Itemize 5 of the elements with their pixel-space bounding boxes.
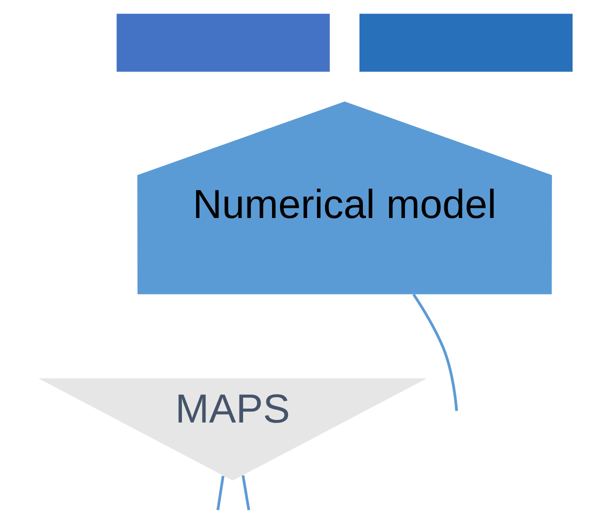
connector [242,475,250,510]
node-box [359,14,573,72]
node-box [116,14,330,72]
connector [216,476,224,510]
connector [412,294,458,412]
